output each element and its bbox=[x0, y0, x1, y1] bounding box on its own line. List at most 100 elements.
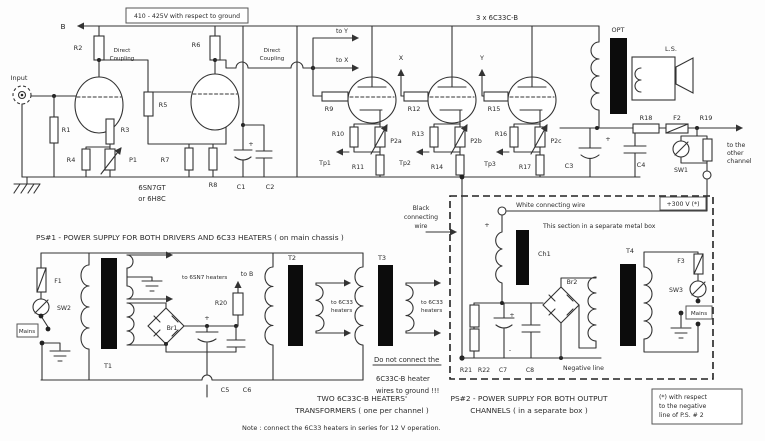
r19-label: R19 bbox=[700, 114, 713, 122]
resistor-r19 bbox=[702, 138, 713, 162]
r13-label: R13 bbox=[412, 131, 424, 138]
r4-label: R4 bbox=[67, 156, 76, 164]
to-other-channel-3: channel bbox=[727, 158, 752, 165]
ps1: PS#1 - POWER SUPPLY FOR BOTH DRIVERS AND… bbox=[16, 233, 443, 398]
t4-core bbox=[620, 264, 636, 346]
t2-label: T2 bbox=[287, 254, 296, 262]
to-6sn7-label: to 6SN7 heaters bbox=[182, 275, 227, 281]
sw2-label: SW2 bbox=[57, 305, 71, 312]
heaters-caption-1: TWO 6C33C-B HEATERS' bbox=[316, 394, 407, 403]
p2c-label: P2c bbox=[550, 138, 562, 145]
c3-plus: + bbox=[605, 135, 610, 143]
r17-label: R17 bbox=[519, 164, 531, 171]
mains-box-ps2 bbox=[685, 305, 713, 320]
c2-label: C2 bbox=[266, 183, 275, 191]
metal-box-label: This section in a separate metal box bbox=[542, 223, 656, 230]
tp2-label: Tp2 bbox=[398, 160, 411, 167]
to-6c33-t2-b: heaters bbox=[331, 308, 352, 314]
mains-label-ps1: Mains bbox=[19, 329, 35, 335]
ps2-caption-1: PS#2 - POWER SUPPLY FOR BOTH OUTPUT bbox=[450, 394, 607, 403]
br2-label: Br2 bbox=[567, 279, 578, 286]
sw3-label: SW3 bbox=[669, 287, 683, 294]
r22-label: R22 bbox=[478, 367, 490, 374]
c7-minus: - bbox=[509, 347, 511, 354]
sw1-label: SW1 bbox=[674, 167, 688, 174]
c1-label: C1 bbox=[237, 183, 246, 191]
t1-core bbox=[101, 258, 117, 349]
resistor-r5 bbox=[143, 91, 154, 117]
plus300-box bbox=[659, 196, 707, 211]
c3-label: C3 bbox=[565, 162, 574, 170]
resistor-r1 bbox=[49, 116, 59, 144]
black-wire-label-3: wire bbox=[415, 223, 428, 230]
resistor-r6 bbox=[209, 35, 221, 61]
warning-line-2: 6C33C-B heater bbox=[376, 375, 430, 383]
ch1-core bbox=[516, 230, 529, 285]
tp1-label: Tp1 bbox=[318, 160, 331, 167]
negative-line-label: Negative line bbox=[563, 365, 604, 372]
ch1-plus: + bbox=[484, 221, 489, 229]
ps2-caption-2: CHANNELS ( in a separate box ) bbox=[470, 406, 588, 415]
t2-core bbox=[288, 265, 303, 346]
white-wire-label: White connecting wire bbox=[516, 202, 585, 209]
c4-label: C4 bbox=[637, 161, 646, 169]
resistor-r18 bbox=[632, 123, 660, 134]
r7-label: R7 bbox=[161, 156, 170, 164]
r9-label: R9 bbox=[325, 105, 334, 113]
bridge-br2-icon bbox=[542, 286, 580, 324]
to-y-label: to Y bbox=[336, 28, 348, 35]
t3-core bbox=[378, 265, 393, 346]
r14-label: R14 bbox=[431, 164, 443, 171]
p2a-label: P2a bbox=[390, 138, 402, 145]
to-6c33-t3-a: to 6C33 bbox=[421, 300, 443, 306]
r1-label: R1 bbox=[62, 126, 71, 134]
r5-label: R5 bbox=[159, 101, 168, 109]
b-plus-rail: 410 - 425V with respect to ground B 3 x … bbox=[60, 7, 600, 31]
resistor-r21 bbox=[469, 304, 480, 328]
supply-voltage-label: 410 - 425V with respect to ground bbox=[134, 13, 240, 20]
r18-label: R18 bbox=[640, 114, 653, 122]
pot-p1 bbox=[104, 148, 116, 171]
direct-coupling-1a: Direct bbox=[114, 48, 132, 54]
output-stage: to Y to X R9 X R12 Y R15 R10 P2a R11 Tp1… bbox=[310, 25, 647, 178]
c6-label: C6 bbox=[243, 386, 252, 394]
warning-line-1: Do not connect the bbox=[374, 356, 439, 364]
f2-label: F2 bbox=[673, 114, 681, 122]
resistor-r8 bbox=[208, 147, 218, 171]
direct-coupling-1b: Coupling bbox=[110, 56, 135, 62]
mains-box-ps1 bbox=[16, 323, 39, 338]
y-node-label: Y bbox=[479, 54, 484, 62]
white-wire-terminal-icon bbox=[497, 206, 507, 216]
r16-label: R16 bbox=[495, 131, 507, 138]
ch1-label: Ch1 bbox=[538, 250, 551, 258]
plus300-label: +300 V (*) bbox=[666, 201, 699, 208]
resistor-r9 bbox=[321, 91, 349, 102]
c7-plus: + bbox=[509, 312, 514, 319]
ps1-caption: PS#1 - POWER SUPPLY FOR BOTH DRIVERS AND… bbox=[36, 233, 344, 242]
resistor-r4 bbox=[81, 148, 91, 171]
resistor-r3 bbox=[105, 118, 115, 145]
x-node-label: X bbox=[399, 54, 404, 62]
ps2-boundary bbox=[449, 195, 714, 380]
p1-label: P1 bbox=[129, 156, 137, 164]
direct-coupling-2a: Direct bbox=[264, 48, 282, 54]
driver-tube-type-1: 6SN7GT bbox=[138, 184, 166, 192]
speaker-box-icon bbox=[631, 56, 676, 101]
r6-label: R6 bbox=[192, 41, 201, 49]
c1-plus: + bbox=[248, 140, 253, 148]
r8-label: R8 bbox=[209, 181, 218, 189]
t1-label: T1 bbox=[103, 362, 112, 370]
resistor-r22 bbox=[469, 328, 480, 352]
t4-label: T4 bbox=[625, 247, 634, 255]
mains-label-ps2: Mains bbox=[691, 311, 707, 317]
p2b-label: P2b bbox=[470, 138, 482, 145]
r12-label: R12 bbox=[408, 105, 421, 113]
c8-label: C8 bbox=[526, 367, 534, 374]
f1-label: F1 bbox=[54, 278, 62, 285]
opt-label: OPT bbox=[611, 26, 624, 34]
r3-label: R3 bbox=[121, 126, 130, 134]
to-other-channel-1: to the bbox=[727, 142, 746, 149]
captions: TWO 6C33C-B HEATERS' TRANSFORMERS ( one … bbox=[242, 388, 743, 432]
to-b-label: to B bbox=[241, 271, 253, 278]
